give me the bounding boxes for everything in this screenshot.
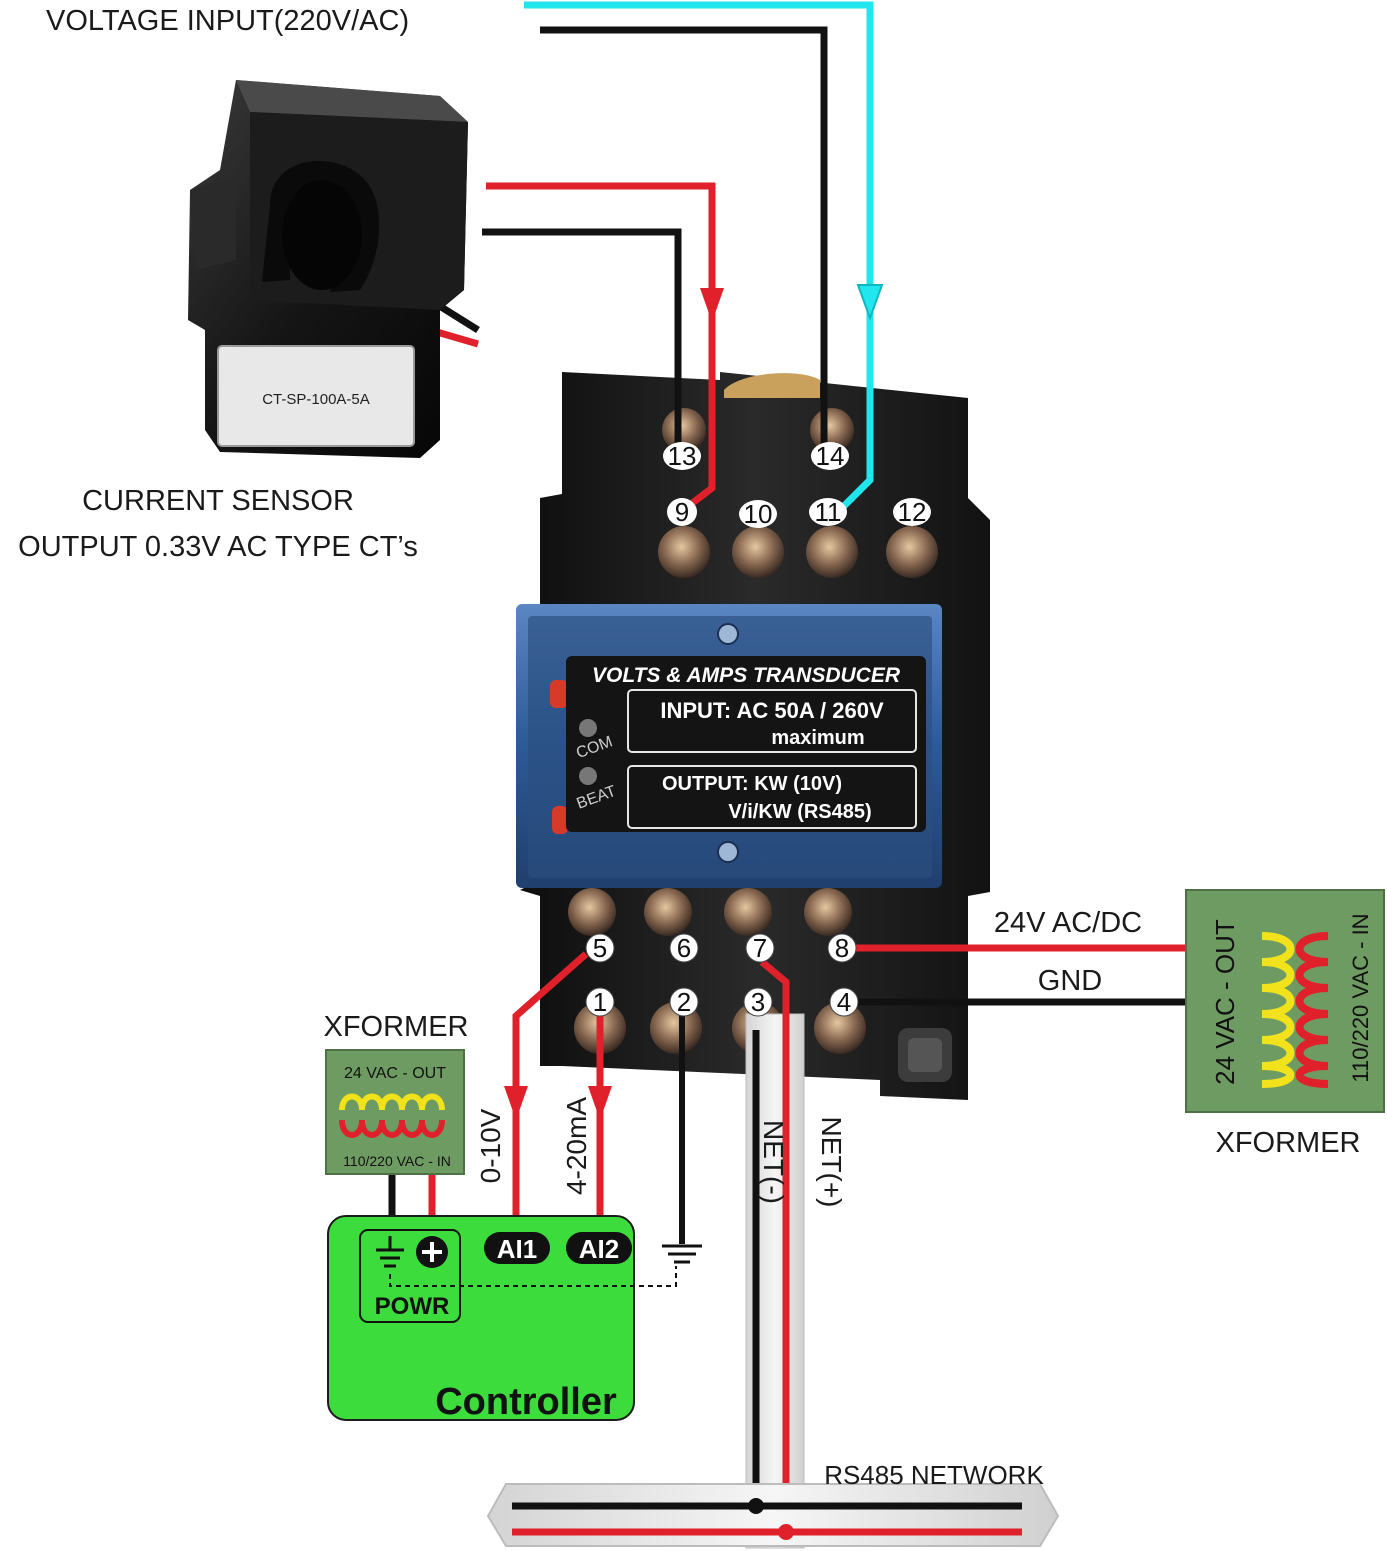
current-sensor-label-line1: CURRENT SENSOR <box>82 485 354 517</box>
ai2-terminal: AI2 <box>566 1232 632 1264</box>
current-sensor-label-line2: OUTPUT 0.33V AC TYPE CT’s <box>18 531 418 563</box>
terminal-1: 1 <box>585 987 615 1017</box>
supply-24v-label: 24V AC/DC <box>994 907 1142 939</box>
out-4-20ma-label: 4-20mA <box>561 1097 592 1195</box>
svg-text:11: 11 <box>815 497 842 527</box>
screw-10 <box>732 526 784 578</box>
terminal-10: 10 <box>739 499 777 529</box>
current-sensor-ct: CT-SP-100A-5A <box>188 80 480 458</box>
screw-11 <box>806 526 858 578</box>
output-spec-line2: V/i/KW (RS485) <box>728 801 871 823</box>
xformer-left-out-label: 24 VAC - OUT <box>344 1065 446 1082</box>
input-spec-line2: maximum <box>771 727 864 749</box>
svg-text:1: 1 <box>593 987 607 1017</box>
wire-ct-red <box>486 182 716 511</box>
terminal-badges: 13 14 9 10 11 12 5 6 7 8 1 2 3 4 <box>585 441 931 1017</box>
screw-13 <box>662 408 706 452</box>
xformer-left: 24 VAC - OUT 110/220 VAC - IN <box>325 1049 465 1232</box>
wire-ct-black <box>482 228 682 448</box>
svg-text:12: 12 <box>898 497 927 527</box>
power-block <box>359 1229 461 1323</box>
voltage-input-label: VOLTAGE INPUT(220V/AC) <box>46 5 409 37</box>
plus-icon <box>416 1236 448 1268</box>
transducer-label-plate <box>566 656 926 832</box>
terminal-7: 7 <box>745 933 775 963</box>
terminal-3: 3 <box>743 987 773 1017</box>
secondary-coil-small-icon <box>339 1093 445 1111</box>
terminal-2: 2 <box>669 987 699 1017</box>
svg-text:8: 8 <box>835 933 849 963</box>
svg-text:5: 5 <box>593 933 607 963</box>
net-minus-label: NET(-) <box>758 1120 789 1204</box>
svg-text:13: 13 <box>668 441 697 471</box>
primary-coil-icon <box>1295 932 1329 1088</box>
terminal-13: 13 <box>663 441 701 471</box>
wire-voltage-black <box>540 26 828 448</box>
svg-text:AI2: AI2 <box>579 1234 619 1264</box>
transducer-cover: VOLTS & AMPS TRANSDUCER INPUT: AC 50A / … <box>516 604 942 888</box>
xformer-left-in-label: 110/220 VAC - IN <box>343 1153 451 1169</box>
primary-coil-small-icon <box>339 1119 445 1138</box>
terminal-6: 6 <box>669 933 699 963</box>
svg-text:AI1: AI1 <box>497 1234 537 1264</box>
svg-text:9: 9 <box>675 497 689 527</box>
terminal-9: 9 <box>667 497 697 527</box>
xformer-right: 24 VAC - OUT 110/220 VAC - IN <box>1185 889 1385 1113</box>
svg-text:14: 14 <box>816 441 845 471</box>
controller: POWR AI1 AI2 Controller <box>327 1215 677 1423</box>
svg-text:3: 3 <box>751 987 765 1017</box>
terminal-11: 11 <box>809 497 847 527</box>
terminal-12: 12 <box>893 497 931 527</box>
xformer-right-in-label: 110/220 VAC - IN <box>1348 913 1373 1082</box>
svg-text:6: 6 <box>677 933 691 963</box>
output-spec-line1: OUTPUT: KW (10V) <box>662 773 842 795</box>
ct-model-label: CT-SP-100A-5A <box>262 391 370 408</box>
input-spec-line1: INPUT: AC 50A / 260V <box>660 698 884 723</box>
xformer-right-out-label: 24 VAC - OUT <box>1210 919 1240 1085</box>
ground-dotted-link <box>389 1266 677 1287</box>
out-0-10v-label: 0-10V <box>475 1108 506 1183</box>
gnd-label: GND <box>1038 965 1102 997</box>
rs485-bus <box>486 1483 1060 1547</box>
beat-led-icon <box>579 767 597 785</box>
screw-6 <box>644 888 692 936</box>
terminal-4: 4 <box>829 987 859 1017</box>
secondary-coil-icon <box>1261 932 1295 1088</box>
wire-voltage-cyan <box>524 1 874 513</box>
svg-text:4: 4 <box>837 987 851 1017</box>
wire-0-10v <box>512 951 589 1234</box>
controller-title: Controller <box>435 1381 617 1423</box>
terminal-14: 14 <box>811 441 849 471</box>
transducer-title: VOLTS & AMPS TRANSDUCER <box>592 664 901 687</box>
ai1-terminal: AI1 <box>484 1232 550 1264</box>
ground-icon <box>376 1236 404 1268</box>
svg-text:7: 7 <box>753 933 767 963</box>
net-plus-label: NET(+) <box>816 1117 847 1208</box>
wire-net-plus <box>759 959 790 1528</box>
terminal-8: 8 <box>827 933 857 963</box>
screw-9 <box>658 526 710 578</box>
com-led-icon <box>579 719 597 737</box>
screw-4 <box>814 1002 866 1054</box>
screw-8 <box>804 888 852 936</box>
screw-5 <box>568 888 616 936</box>
earth-ground-icon <box>662 1244 702 1264</box>
screw-7 <box>724 888 772 936</box>
svg-text:10: 10 <box>744 499 773 529</box>
power-label: POWR <box>375 1293 450 1320</box>
terminal-5: 5 <box>585 933 615 963</box>
screw-12 <box>886 526 938 578</box>
xformer-right-label: XFORMER <box>1216 1127 1361 1159</box>
rs485-network-label: RS485 NETWORK <box>824 1460 1044 1490</box>
svg-text:2: 2 <box>677 987 691 1017</box>
xformer-left-label: XFORMER <box>324 1011 469 1043</box>
wires <box>482 1 1186 1549</box>
